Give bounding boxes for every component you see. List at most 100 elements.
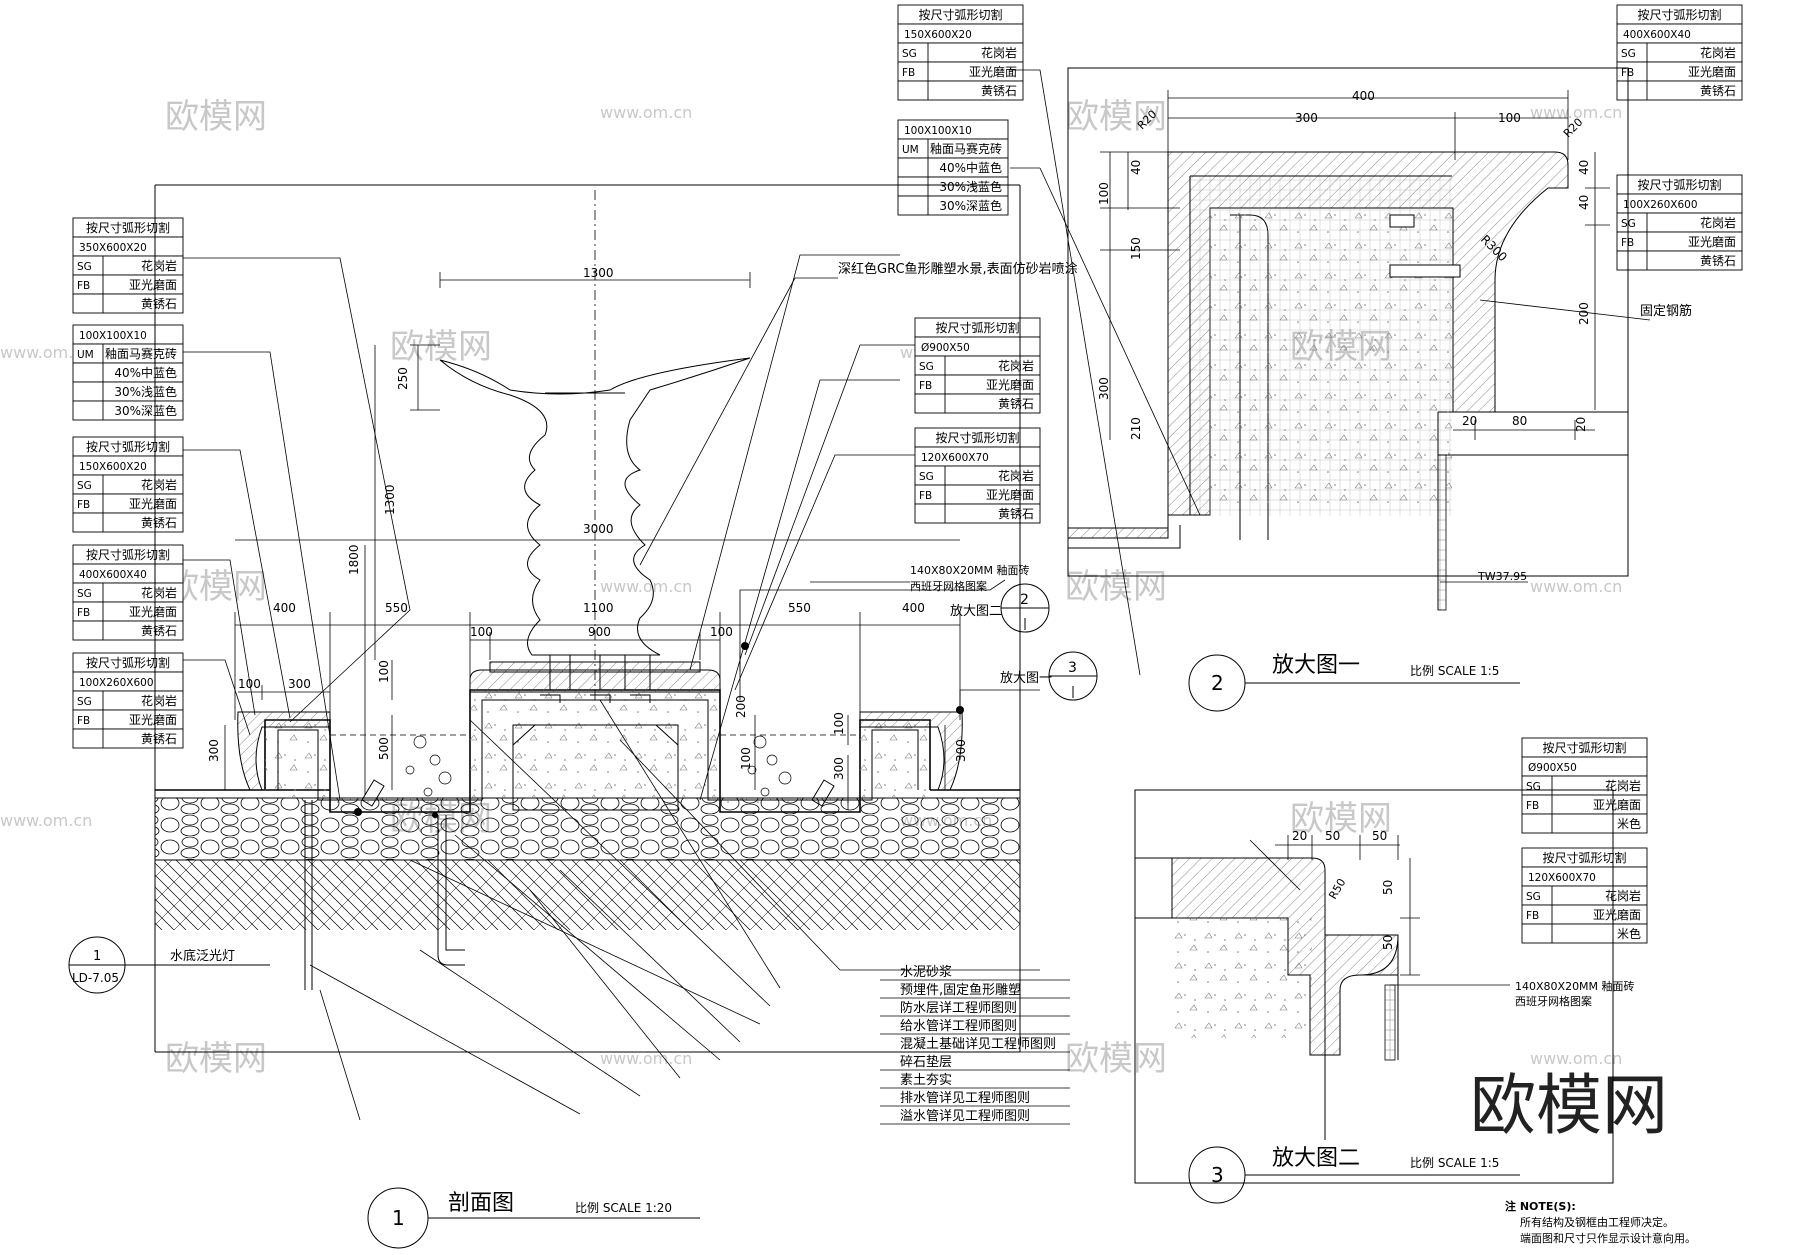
table-material: 亚光磨面: [129, 278, 177, 292]
table-material: 黄锈石: [141, 297, 177, 311]
dim-text: 50: [1372, 829, 1387, 843]
dim-text: 100: [739, 747, 753, 770]
table-material: 釉面马赛克砖: [930, 141, 1002, 156]
dim-text: 50: [1325, 829, 1340, 843]
table-material: 亚光磨面: [129, 605, 177, 619]
watermark-brand: 欧模网: [165, 1039, 267, 1079]
table-code: SG: [919, 471, 934, 483]
table-code: FB: [77, 607, 90, 619]
table-material: 花岗岩: [141, 585, 177, 600]
dim-text: 300: [1097, 377, 1111, 400]
callout-label: 排水管详见工程师图则: [900, 1091, 1030, 1106]
tile-note: 西班牙网格图案: [1515, 994, 1592, 1008]
table-code: SG: [77, 588, 92, 600]
table-title: 按尺寸弧形切割: [935, 320, 1019, 335]
dim-text: 100: [1097, 182, 1111, 205]
table-material: 亚光磨面: [1688, 235, 1736, 249]
table-material: 黄锈石: [141, 624, 177, 638]
table-material: 亚光磨面: [129, 497, 177, 511]
table-title: 按尺寸弧形切割: [918, 7, 1002, 22]
table-title: 按尺寸弧形切割: [1542, 850, 1626, 865]
callout-label: 混凝土基础详见工程师图则: [900, 1036, 1056, 1052]
table-code: SG: [1621, 48, 1636, 60]
table-code: SG: [77, 261, 92, 273]
table-material: 花岗岩: [1605, 888, 1641, 903]
table-material: 米色: [1617, 817, 1641, 831]
steel-note: 固定钢筋: [1640, 303, 1692, 319]
section-ref-bubble[interactable]: 1 LD-7.05 水底泛光灯: [68, 936, 270, 994]
table-code: FB: [1526, 910, 1539, 922]
callout-label: 给水管详工程师图则: [900, 1019, 1017, 1034]
dim-text: 50: [1381, 880, 1395, 895]
table-material: 花岗岩: [1605, 778, 1641, 793]
tile-note: 140X80X20MM 釉面砖: [910, 563, 1030, 577]
table-material: 亚光磨面: [986, 378, 1034, 392]
dim-text: 1300: [583, 266, 614, 280]
section-number: 1: [392, 1206, 405, 1230]
watermark-url: www.om.cn: [600, 1049, 692, 1068]
table-size: 400X600X40: [1623, 29, 1691, 41]
dim-text: 100: [710, 625, 733, 639]
table-size: Ø900X50: [921, 342, 970, 354]
table-material: 花岗岩: [998, 468, 1034, 483]
dim-text: 100: [832, 712, 846, 735]
table-material: 黄锈石: [998, 397, 1034, 411]
callout-label: 水泥砂浆: [900, 965, 952, 980]
enlarge-2-num: 2: [1020, 592, 1029, 608]
dim-text: 550: [385, 601, 408, 615]
dim-text: 1100: [583, 601, 614, 615]
table-size: 150X600X20: [79, 461, 147, 473]
table-material: 花岗岩: [1700, 45, 1736, 60]
table-code: FB: [919, 380, 932, 392]
detail-1-title: 2 放大图一 比例 SCALE 1:5: [1188, 653, 1520, 712]
dim-text: 200: [1577, 302, 1591, 325]
enlarge-1-ref[interactable]: 放大图一 3: [1000, 651, 1098, 701]
enlarge-1-num: 3: [1068, 660, 1077, 676]
dim-text: 900: [588, 625, 611, 639]
table-code: FB: [902, 67, 915, 79]
dim-text: 50: [1381, 935, 1395, 950]
detail-2-scale: 比例 SCALE 1:5: [1410, 1156, 1499, 1170]
table-material: 30%浅蓝色: [114, 385, 177, 399]
table-material: 黄锈石: [141, 516, 177, 530]
dim-text: 300: [954, 739, 968, 762]
dim-text: 20: [1292, 829, 1307, 843]
table-code: FB: [1526, 800, 1539, 812]
table-material: 40%中蓝色: [939, 160, 1002, 175]
dim-text: 20: [1574, 417, 1588, 432]
dim-text: 100: [1498, 111, 1521, 125]
table-material: 30%浅蓝色: [939, 180, 1002, 194]
watermark-url: www.om.cn: [0, 811, 92, 830]
ref-bottom: LD-7.05: [72, 971, 119, 985]
tile-note: 140X80X20MM 釉面砖: [1515, 979, 1635, 993]
table-material: 黄锈石: [1700, 254, 1736, 268]
detail-1-number: 2: [1211, 671, 1224, 695]
dim-text: 80: [1512, 414, 1527, 428]
table-size: 100X260X600: [79, 677, 154, 689]
callout-list: 水泥砂浆预埋件,固定鱼形雕塑防水层详工程师图则给水管详工程师图则混凝土基础详见工…: [880, 965, 1070, 1125]
tw-label: TW37.95: [1477, 570, 1527, 583]
detail-1-drawing: 400 300 100 R20 R20 R300 100 40 150 300 …: [1039, 67, 1692, 611]
watermark-url: www.om.cn: [600, 103, 692, 122]
table-title: 按尺寸弧形切割: [86, 439, 170, 454]
table-material: 釉面马赛克砖: [105, 346, 177, 361]
detail-2-drawing: 20 50 50 R50 50 50 140X80X20MM 釉面砖 西班牙网格…: [1134, 789, 1635, 1184]
dim-text: 400: [1352, 89, 1375, 103]
callout-label: 素土夯实: [900, 1073, 952, 1088]
dim-text: 200: [734, 695, 748, 718]
table-material: 花岗岩: [998, 358, 1034, 373]
enlarge-2-ref[interactable]: 放大图二 2: [950, 583, 1050, 633]
dim-text: 300: [832, 757, 846, 780]
detail-1-scale: 比例 SCALE 1:5: [1410, 664, 1499, 678]
table-title: 按尺寸弧形切割: [1637, 177, 1721, 192]
ref-top: 1: [93, 949, 101, 964]
table-code: FB: [77, 280, 90, 292]
enlarge-1-label: 放大图一: [1000, 671, 1052, 686]
dim-text: 40: [1577, 195, 1591, 210]
lamp-label: 水底泛光灯: [170, 948, 235, 964]
notes-line: 所有结构及钢框由工程师决定。: [1520, 1215, 1674, 1229]
